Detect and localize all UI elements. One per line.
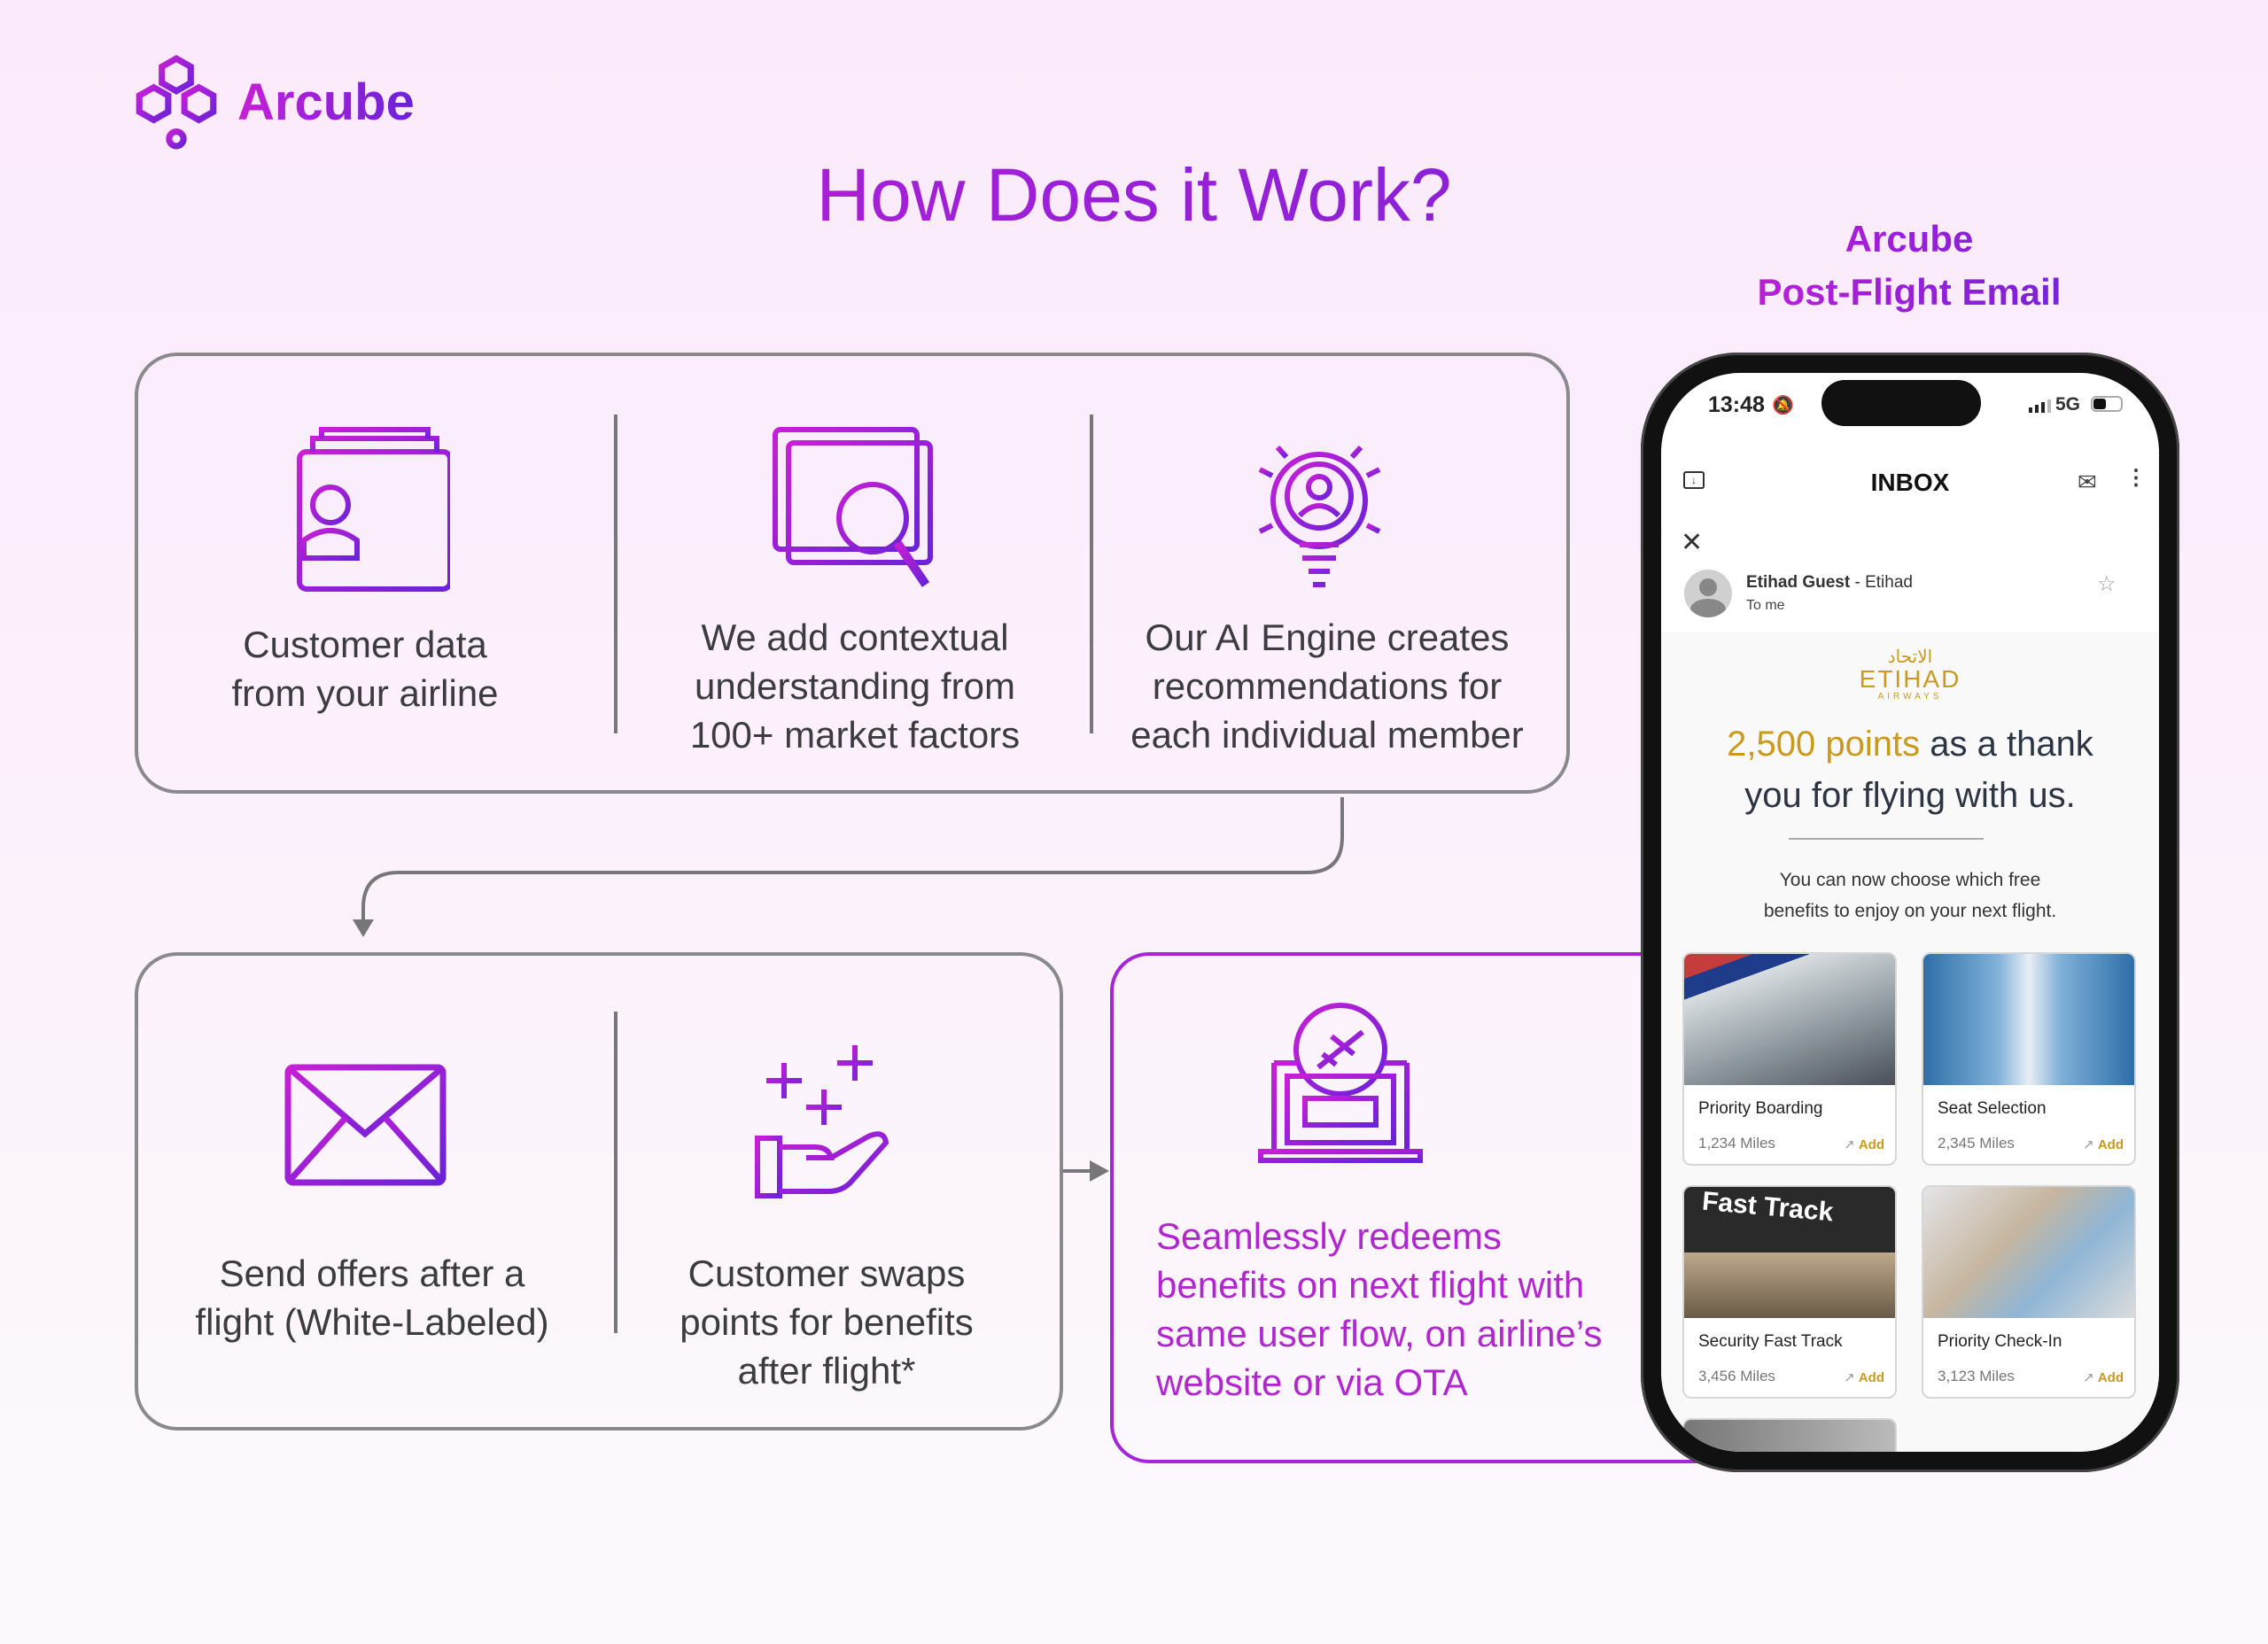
- add-button[interactable]: ↗ Add: [1844, 1137, 1884, 1152]
- divider: [614, 1012, 617, 1333]
- add-button[interactable]: ↗ Add: [1844, 1370, 1884, 1385]
- page-title: How Does it Work?: [0, 152, 2268, 238]
- sender: Etihad Guest - Etihad: [1746, 573, 1913, 592]
- more-options-icon[interactable]: ⋮: [2125, 466, 2147, 490]
- etihad-logo: الاتحاد ETIHAD AIRWAYS: [1859, 648, 1961, 702]
- battery-icon: [2091, 396, 2123, 412]
- divider: [1090, 415, 1093, 733]
- market-analysis-icon: [773, 427, 933, 587]
- add-button[interactable]: ↗ Add: [2083, 1137, 2124, 1152]
- signal-icon: [2029, 399, 2051, 413]
- divider: [614, 415, 617, 733]
- top-steps-box: [135, 353, 1570, 794]
- benefit-card-partial[interactable]: [1682, 1418, 1897, 1452]
- phone-screen: 13:48 🔕 5G ↓ INBOX ✉ ⋮ ✕ Etihad Guest - …: [1661, 373, 2159, 1452]
- avatar: [1684, 570, 1732, 617]
- star-icon[interactable]: ☆: [2097, 572, 2117, 596]
- inbox-title: INBOX: [1870, 469, 1950, 496]
- hand-points-icon: [755, 1045, 889, 1198]
- status-time: 13:48: [1708, 392, 1765, 417]
- laptop-flight-icon: [1258, 1003, 1423, 1163]
- archive-icon[interactable]: ↓: [1683, 471, 1705, 489]
- bell-muted-icon: 🔕: [1772, 396, 1794, 415]
- recipient: To me: [1746, 598, 1785, 613]
- customer-id-card-icon: [297, 427, 450, 592]
- phone-mockup: 13:48 🔕 5G ↓ INBOX ✉ ⋮ ✕ Etihad Guest - …: [1641, 353, 2179, 1472]
- external-link-icon: ↗: [1844, 1137, 1859, 1152]
- brand-name: Arcube: [237, 73, 415, 131]
- external-link-icon: ↗: [2083, 1370, 2098, 1385]
- phone-caption: Arcube Post-Flight Email: [1688, 213, 2131, 319]
- email-body: You can now choose which free benefits t…: [1763, 870, 2057, 921]
- add-button[interactable]: ↗ Add: [2083, 1370, 2124, 1385]
- mail-at-icon[interactable]: ✉: [2078, 469, 2097, 495]
- ai-lightbulb-icon: [1251, 430, 1388, 587]
- network-label: 5G: [2055, 394, 2081, 415]
- email-view: ✕ Etihad Guest - Etihad To me ☆ الاتحاد …: [1661, 516, 2159, 1452]
- divider: [1789, 838, 1984, 840]
- envelope-icon: [284, 1064, 447, 1186]
- close-icon[interactable]: ✕: [1681, 528, 1704, 557]
- external-link-icon: ↗: [2083, 1137, 2098, 1152]
- arcube-logo-icon: [136, 55, 217, 150]
- email-headline: 2,500 points as a thank you for flying w…: [1727, 725, 2093, 815]
- external-link-icon: ↗: [1844, 1370, 1859, 1385]
- bottom-steps-box: [135, 952, 1063, 1431]
- dynamic-island: [1821, 380, 1981, 426]
- logo: Arcube: [131, 53, 415, 151]
